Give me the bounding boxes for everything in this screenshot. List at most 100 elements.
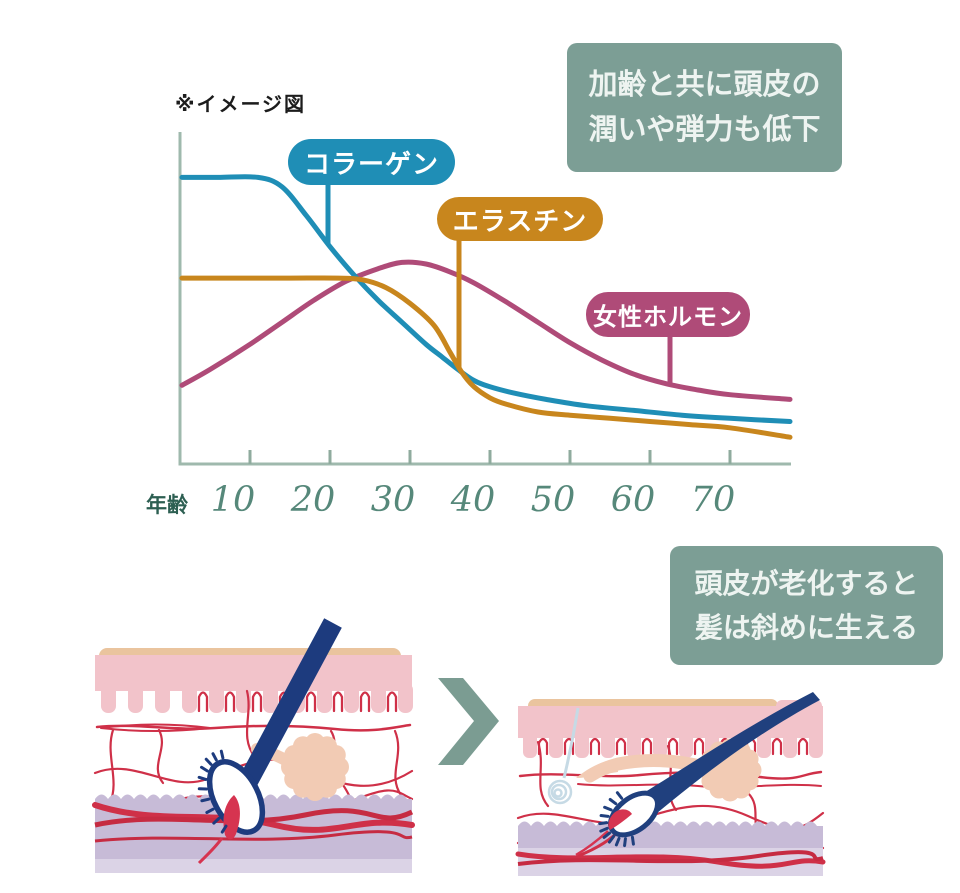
follicle-dash <box>623 837 627 848</box>
follicle-dash <box>602 831 612 839</box>
capillary <box>332 691 344 713</box>
follicle-dash <box>220 824 228 834</box>
epidermis-ridge <box>263 683 278 713</box>
papilla-vessel <box>575 830 609 857</box>
scalp-after-illustration <box>515 692 826 876</box>
epidermis-ridge <box>101 683 116 713</box>
follicle-dash <box>200 765 209 773</box>
callout-aging-scalp: 加齢と共に頭皮の 潤いや弾力も低下 <box>567 43 842 172</box>
dermal-papilla <box>223 795 240 840</box>
epidermis-ridge <box>757 732 771 758</box>
x-tick-label: 10 <box>210 480 256 520</box>
dermal-papilla <box>608 809 632 830</box>
capillary <box>251 691 263 713</box>
follicle-dash <box>608 798 618 806</box>
follicle-dash <box>205 807 215 814</box>
epidermis-ridge <box>398 683 413 713</box>
epidermis-ridge <box>627 732 641 758</box>
epidermis-ridge <box>783 732 797 758</box>
female-hormone-line <box>179 259 793 402</box>
capillary <box>693 737 705 756</box>
follicle-dash <box>614 836 621 847</box>
capillary <box>92 802 415 833</box>
epidermis-ridge <box>344 683 359 713</box>
elastin-line <box>179 275 793 440</box>
capillary <box>224 691 236 713</box>
follicle-dash <box>197 775 208 781</box>
miniaturized-hair-coil <box>550 783 568 801</box>
collagen-line <box>179 174 793 424</box>
follicle-dash <box>211 752 218 762</box>
epidermis-ridge <box>371 683 386 713</box>
capillary <box>797 737 809 756</box>
callout-line: 潤いや弾力も低下 <box>588 113 821 146</box>
capillary <box>536 740 550 808</box>
miniaturized-hair-coil <box>547 779 573 805</box>
follicle-dash <box>607 835 616 844</box>
capillary <box>156 728 165 785</box>
x-tick-label: 70 <box>690 480 736 520</box>
collagen-label-pill: コラーゲン <box>288 139 455 185</box>
capillary <box>197 691 209 713</box>
callout-slanted-hair: 頭皮が老化すると 髪は斜めに生える <box>670 546 943 665</box>
epidermis-ridge <box>128 683 143 713</box>
capillary <box>95 723 412 732</box>
deep-vessel <box>94 830 413 843</box>
follicle-dash <box>603 805 613 812</box>
epidermis-ridge <box>549 732 563 758</box>
capillary <box>100 723 211 732</box>
deep-vessel <box>517 850 824 866</box>
hair-shaft-slanted <box>628 692 820 822</box>
x-axis-title: 年齢 <box>146 494 188 517</box>
capillary <box>615 737 627 756</box>
follicle-dash <box>598 821 609 826</box>
follicle-dash <box>212 816 221 825</box>
miniaturized-hair <box>562 707 580 779</box>
capillary <box>386 691 398 713</box>
callout-line: 髪は斜めに生える <box>694 611 919 643</box>
hair-bulb <box>206 759 266 835</box>
epidermis-ridge <box>679 732 693 758</box>
deep-vessel <box>94 808 414 828</box>
chevron-right-icon <box>438 678 499 765</box>
capillary <box>589 737 601 756</box>
epidermis-ridge <box>182 683 197 713</box>
axes <box>178 132 791 466</box>
subcutis-layer <box>518 821 823 848</box>
follicle-dash <box>599 826 609 833</box>
hair-shaft-straight <box>236 618 342 792</box>
follicle-dash <box>630 835 635 846</box>
gland-lobe <box>576 758 618 778</box>
epidermis-ridge <box>209 683 224 713</box>
epidermis-ridge <box>523 732 537 758</box>
capillary <box>359 691 371 713</box>
epidermis <box>95 655 412 691</box>
epidermis-ridge <box>575 732 589 758</box>
x-tick-label: 50 <box>530 480 576 520</box>
subcutis-base <box>95 859 412 873</box>
capillary <box>577 783 822 789</box>
epidermis-ridge <box>155 683 170 713</box>
papilla-vessel <box>197 837 224 865</box>
sebaceous-gland <box>281 733 349 801</box>
callout-line: 加齢と共に頭皮の <box>588 68 821 101</box>
follicle-dash <box>615 791 624 800</box>
scalp-before-illustration <box>92 618 415 873</box>
follicle-dash <box>200 797 211 803</box>
follicle-dash <box>219 749 225 760</box>
follicle-dash <box>599 813 610 818</box>
epidermis-ridge <box>601 732 615 758</box>
capillary <box>245 689 257 759</box>
epidermis-ridge <box>317 683 332 713</box>
capillary <box>108 728 115 805</box>
capillary <box>641 737 653 756</box>
capillary <box>771 737 783 756</box>
capillary <box>667 737 679 756</box>
x-tick-label: 40 <box>450 480 496 520</box>
x-tick-label: 20 <box>290 480 336 520</box>
image-disclaimer-note: ※イメージ図 <box>175 94 307 116</box>
callout-line: 頭皮が老化すると <box>694 567 919 599</box>
